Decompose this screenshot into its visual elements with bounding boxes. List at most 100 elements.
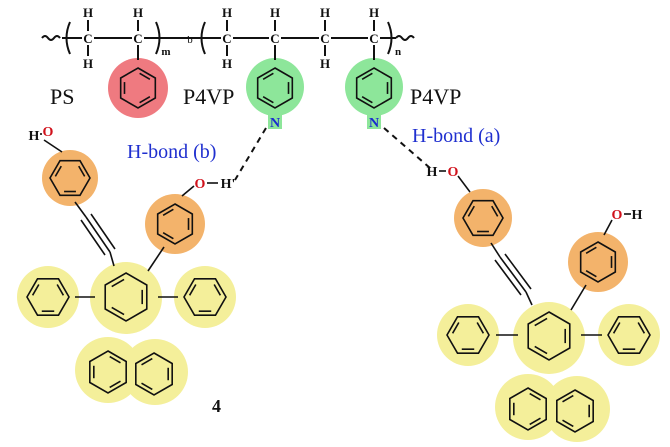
paren-m-open [65,21,71,55]
left-phenyl-right-ring-double-bond [213,284,222,296]
right-core-ring-double-bond [534,317,548,327]
right-phenol-b-to-core [570,284,587,311]
left-phenyl-left-ring-double-bond [31,284,40,296]
p4vp-right-pyridine-ring-double-bond [361,72,373,80]
p4vp-right-pyridine-highlight [345,58,403,116]
hbond-b-label: H-bond (b) [127,141,216,163]
left-core-ring [104,272,148,322]
backbone-carbon-2: C [133,31,142,46]
right-phenol-b-ring [579,241,617,283]
backbone-carbon-3: C [222,31,231,46]
paren-n-close [387,21,393,55]
right-phenyl-right-highlight [598,304,660,366]
hbond-b-dash [234,127,267,181]
right-fluoranthene-ring-r [556,389,594,433]
ps-phenyl-highlight [108,58,168,118]
ps-phenyl-ring-double-bond [139,96,151,104]
left-fluoranthene-l-highlight [75,337,141,403]
left-core-ring-double-bond [111,278,125,288]
left-phenol-b-hydrogen-prime: H' [221,177,236,192]
backbone-hydrogen-2-top: H [133,5,143,20]
backbone-carbon-1: C [83,31,92,46]
left-phenol-b-oxygen: O [195,177,206,192]
p4vp-left-pyridine-ring-double-bond [262,72,274,80]
left-phenol-b-highlight [145,194,205,254]
right-phenol-a-highlight [454,189,512,247]
right-alkyne-2 [504,253,532,290]
left-phenyl-right-ring-double-bond [188,284,197,296]
right-phenol-a-ring-double-bond [491,205,499,217]
backbone-hydrogen-1-top: H [83,5,93,20]
left-phenol-b-ring-double-bond [162,232,174,240]
compound-number-label: 4 [212,396,221,416]
left-fluoranthene-ring-r-double-bond [141,357,153,366]
wavy-end-left [41,35,61,41]
right-phenol-b-hydrogen: H [632,208,643,223]
backbone-hydrogen-3-bottom: H [222,56,232,71]
right-core-ring-double-bond [534,345,548,355]
p4vp-left-pyridine-ring-double-bond [262,96,274,104]
left-phenyl-right-highlight [174,266,236,328]
wavy-end-right [395,35,415,41]
p4vp-right-label: P4VP [410,84,461,109]
right-alkyne-1 [499,256,527,293]
right-phenyl-left-highlight [437,304,499,366]
right-phenol-b-ring-double-bond [585,270,597,278]
paren-b-open [200,21,206,55]
p4vp-right-pyridine-ring [355,67,393,109]
p4vp-left-pyridine-highlight [246,58,304,116]
backbone-carbon-4: C [270,31,279,46]
heteroatom-labels: N N H O O H' H O O H [29,115,643,223]
right-phenol-a-ring [462,199,504,237]
left-phenol-a-highlight [42,150,98,206]
left-fluoranthene-ring-l-double-bond [109,380,121,389]
left-phenyl-left-ring-double-bond [56,284,65,296]
highlight-layer [17,58,660,442]
left-alkyne-to-core [109,251,115,267]
right-phenyl-left-ring-double-bond [476,322,485,334]
pyridine-nitrogen-left: N [270,116,280,131]
left-fluoranthene-ring-l-double-bond [109,355,121,364]
p4vp-left-label: P4VP [183,84,234,109]
right-phenol-a-ring-double-bond [467,205,475,217]
left-alkyne-2 [90,213,116,250]
left-phenol-a-hydrogen: H [29,129,40,144]
text-labels: PS P4VP P4VP H-bond (b) H-bond (a) 4 [50,84,500,416]
left-phenol-b-ring-double-bond [162,208,174,216]
left-core-ring-double-bond [111,306,125,316]
connecting-bonds [43,139,613,336]
pyridine-nitrogen-right: N [369,116,379,131]
right-phenol-a-hydrogen: H [427,165,438,180]
hbond-a-label: H-bond (a) [412,125,500,147]
ps-label: PS [50,84,74,109]
left-alkyne-1 [85,216,111,253]
backbone-hydrogen-4-top: H [270,5,280,20]
right-phenyl-left-ring [446,316,490,354]
right-phenol-b-highlight [568,232,628,292]
subscript-b: b [187,34,193,46]
left-phenol-a-oxygen: O [43,125,54,140]
right-phenol-a-oh-bond [457,175,471,193]
right-fluoranthene-r-highlight [544,376,610,442]
left-phenol-a-oh-bond [43,139,63,153]
right-phenol-b-oh-bond [603,219,613,236]
left-phenol-a-to-alkyne [74,201,87,218]
right-fluoranthene-ring-r-double-bond [562,419,574,428]
left-phenol-b-ring [156,203,194,245]
right-phenyl-right-ring [607,316,651,354]
left-fluoranthene-ring-r-double-bond [141,382,153,391]
left-phenol-a-ring-double-bond [54,165,62,177]
paren-m-close [155,21,161,55]
backbone-hydrogen-1-bottom: H [83,56,93,71]
left-phenol-b-to-core [147,246,165,272]
subscript-n: n [395,46,401,58]
subscript-m: m [161,46,170,58]
backbone-hydrogen-5-top: H [320,5,330,20]
left-alkyne-3 [80,219,106,256]
backbone-hydrogen-3-top: H [222,5,232,20]
backbone-carbon-5: C [320,31,329,46]
left-phenyl-right-ring [183,278,227,316]
ps-phenyl-ring-double-bond [139,72,151,80]
backbone-atoms: C C C C C C H H H H H H H H H m b n [82,5,401,71]
